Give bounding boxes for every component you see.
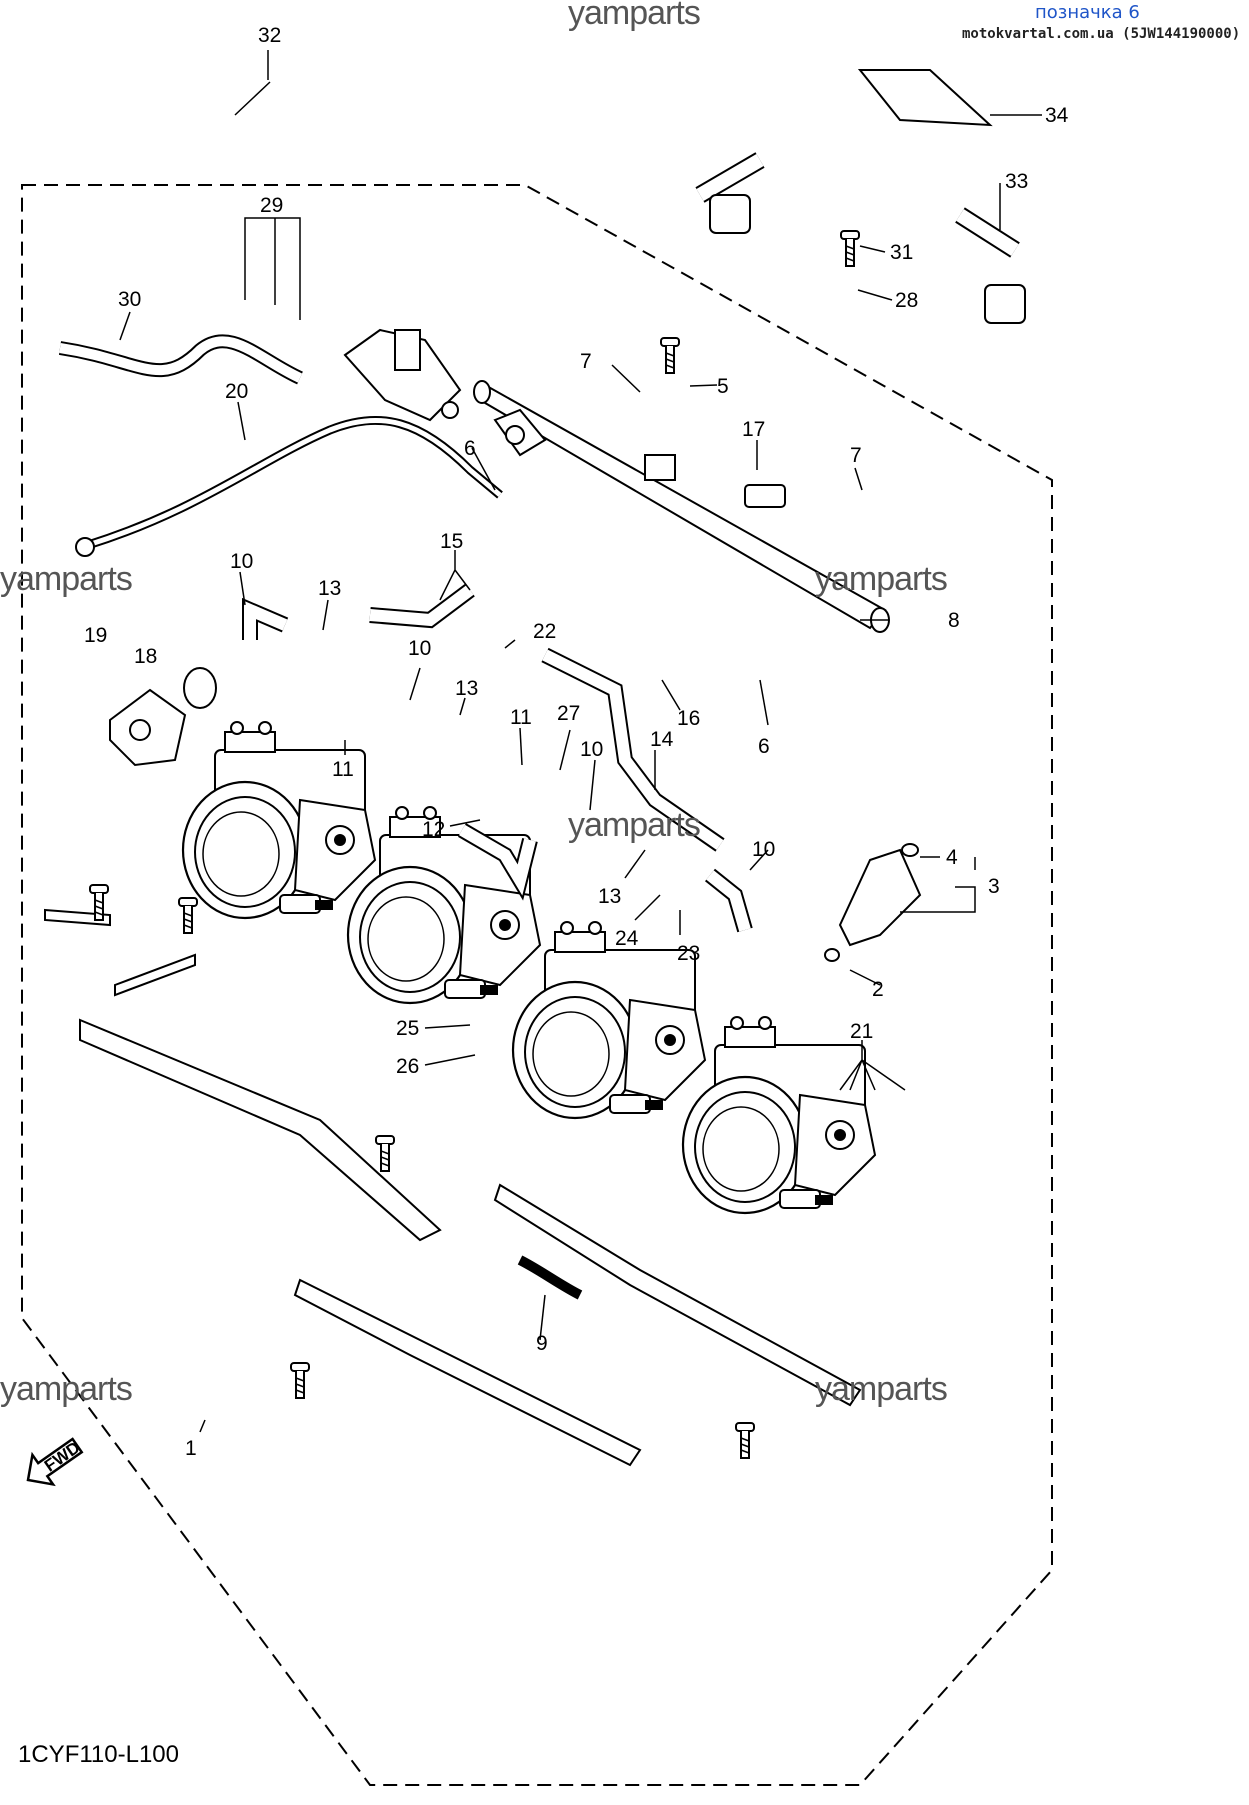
callout-5: 5: [717, 375, 729, 398]
callout-12: 12: [422, 818, 445, 841]
callout-10b: 10: [408, 637, 431, 660]
callout-28: 29: [260, 194, 283, 217]
callout-7a: 7: [580, 350, 592, 373]
callout-26: 26: [396, 1055, 419, 1078]
callout-34: 34: [1045, 104, 1069, 127]
fuel-hose-33: [695, 69, 1026, 324]
callout-18: 18: [134, 645, 157, 668]
callout-23: 23: [677, 942, 700, 965]
throttle-body-4: [681, 1015, 877, 1215]
callout-22: 22: [533, 620, 556, 643]
callout-11b: 11: [332, 758, 354, 781]
watermark-top: yamparts: [568, 0, 701, 32]
callout-32: 32: [258, 24, 281, 47]
callout-8: 8: [948, 609, 960, 632]
callout-13a: 13: [318, 577, 341, 600]
callout-10d: 10: [752, 838, 775, 861]
callout-2: 2: [872, 978, 884, 1001]
watermark: yamparts: [0, 1370, 133, 1408]
callout-21: 21: [850, 1020, 873, 1043]
callout-17: 17: [742, 418, 765, 441]
watermark: yamparts: [0, 560, 133, 598]
callout-9: 9: [536, 1332, 548, 1355]
header-label: позначка 6: [1035, 2, 1140, 23]
callout-24: 24: [615, 927, 639, 950]
callout-7b: 7: [850, 444, 862, 467]
callout-6a: 6: [464, 437, 476, 460]
callout-14: 14: [650, 728, 674, 751]
callout-10c: 10: [580, 738, 603, 761]
callout-13b: 13: [455, 677, 478, 700]
callout-31: 28: [895, 289, 918, 312]
callout-27: 27: [557, 702, 580, 725]
callout-4: 4: [946, 846, 958, 869]
injector-3: [824, 843, 922, 962]
watermark: yamparts: [568, 806, 701, 844]
callout-10a: 10: [230, 550, 253, 573]
regulator-28: [343, 328, 462, 422]
watermark: yamparts: [815, 560, 948, 598]
callout-19: 19: [84, 624, 107, 647]
diagram-code: 1CYF110-L100: [18, 1741, 179, 1768]
callout-11a: 11: [510, 706, 532, 729]
fwd-arrow: FWD: [26, 1437, 84, 1487]
callout-15: 15: [440, 530, 463, 553]
callout-1: 1: [185, 1437, 197, 1460]
header-source: motokvartal.com.ua (5JW144190000): [962, 26, 1241, 42]
sensor-18: [109, 667, 217, 767]
callout-20: 20: [225, 380, 248, 403]
callout-3: 3: [988, 875, 1000, 898]
callout-30: 31: [890, 241, 913, 264]
watermark: yamparts: [815, 1370, 948, 1408]
callout-29: 30: [118, 288, 141, 311]
callout-13c: 13: [598, 885, 621, 908]
throttle-body-1: [181, 720, 377, 920]
callout-25: 25: [396, 1017, 419, 1040]
callout-labels: 32 29 30 20 10 13 15 10 13 11 11 12 27 1…: [84, 24, 1069, 1460]
callout-16: 16: [677, 707, 700, 730]
callout-33: 33: [1005, 170, 1028, 193]
callout-6b: 6: [758, 735, 770, 758]
